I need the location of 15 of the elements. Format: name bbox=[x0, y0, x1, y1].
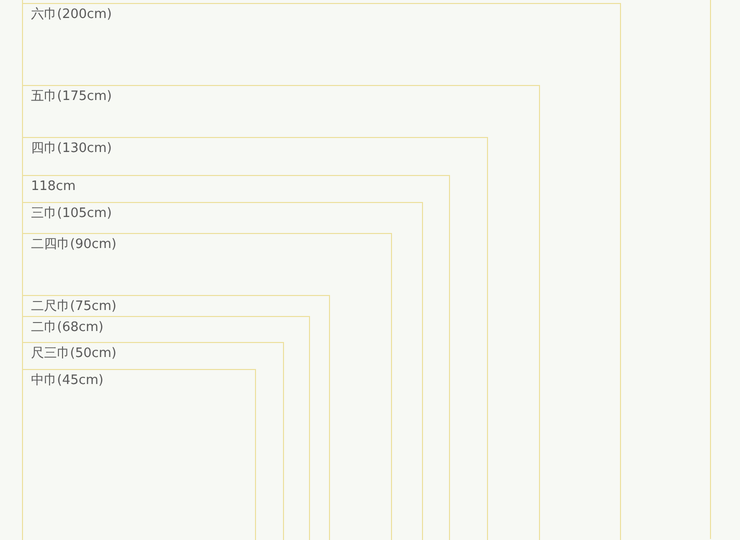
size-label: 四巾(130cm) bbox=[31, 141, 112, 157]
size-label: 中巾(45cm) bbox=[31, 373, 104, 389]
size-label: 六巾(200cm) bbox=[31, 7, 112, 23]
size-label: 三巾(105cm) bbox=[31, 206, 112, 222]
size-label: 二四巾(90cm) bbox=[31, 237, 116, 253]
size-label: 五巾(175cm) bbox=[31, 89, 112, 105]
size-frame bbox=[22, 233, 392, 540]
size-label: 尺三巾(50cm) bbox=[31, 346, 116, 362]
size-label: 二巾(68cm) bbox=[31, 320, 104, 336]
size-frame bbox=[22, 137, 488, 540]
size-frame bbox=[22, 369, 256, 540]
size-label: 118cm bbox=[31, 179, 76, 195]
size-label: 二尺巾(75cm) bbox=[31, 299, 116, 315]
size-frame bbox=[22, 85, 540, 540]
size-frame bbox=[22, 342, 284, 540]
